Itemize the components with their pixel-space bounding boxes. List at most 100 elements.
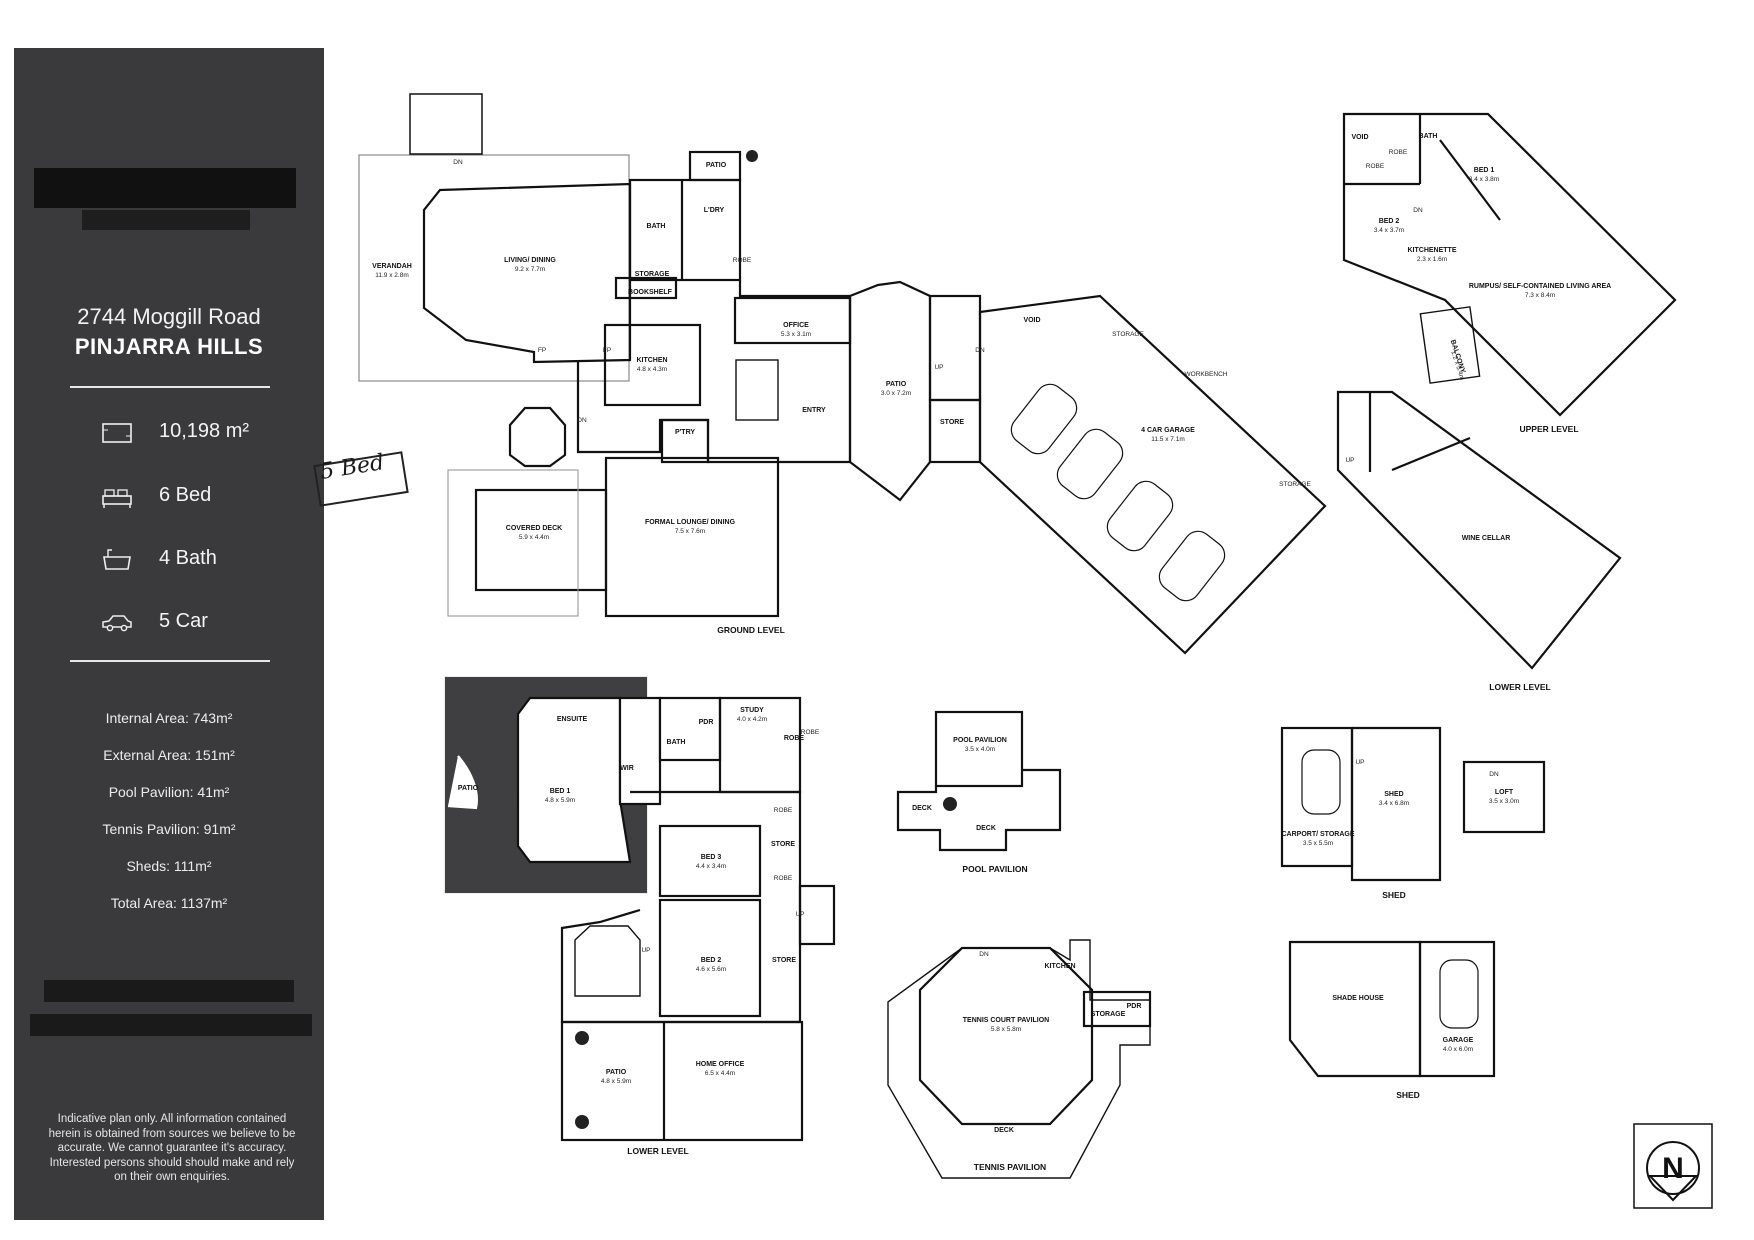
mark-ground-2: FP bbox=[603, 347, 611, 354]
level-label-tennis_pavilion: TENNIS PAVILION bbox=[974, 1162, 1046, 1172]
room-dim-lower-6: 4.8 x 5.9m bbox=[545, 797, 575, 804]
kitchen-walls bbox=[603, 323, 702, 407]
stairs-top bbox=[409, 93, 483, 155]
room-label-ground-8: OFFICE bbox=[783, 322, 809, 329]
stair-internal bbox=[735, 359, 779, 421]
lower-level-plan bbox=[444, 676, 836, 1142]
loft-walls bbox=[1462, 760, 1546, 834]
room-label-ground-0: VERANDAH bbox=[372, 263, 412, 270]
stat-bath: 4 Bath bbox=[14, 543, 324, 577]
stat-land-value: 10,198 m² bbox=[159, 420, 250, 442]
mark-lower_cellar-0: UP bbox=[1345, 457, 1354, 464]
ground-level-plan bbox=[358, 93, 1327, 655]
room-dim-shed1-1: 3.4 x 6.8m bbox=[1379, 800, 1409, 807]
room-label-ground-4: L'DRY bbox=[704, 207, 725, 214]
area-tennis-pavilion: Tennis Pavilion: 91m² bbox=[102, 821, 236, 837]
room-dim-lower-10: 4.6 x 5.6m bbox=[696, 966, 726, 973]
level-label-shed1: SHED bbox=[1382, 890, 1406, 900]
room-label-lower-2: PDR bbox=[699, 719, 714, 726]
room-label-tennis_pavilion-1: KITCHEN bbox=[1044, 963, 1075, 970]
room-dim-pool_pavilion-0: 3.5 x 4.0m bbox=[965, 746, 995, 753]
balcony bbox=[1419, 306, 1481, 384]
room-label-ground-12: STORE bbox=[940, 419, 964, 426]
tennis-pavilion-walls bbox=[918, 946, 1094, 1126]
room-label-lower-6: BED 1 bbox=[550, 788, 571, 795]
area-internal: Internal Area: 743m² bbox=[105, 710, 233, 726]
room-label-lower-7: WIR bbox=[620, 765, 634, 772]
room-label-ground-1: LIVING/ DINING bbox=[504, 257, 556, 264]
room-dim-lower-8: 4.4 x 3.4m bbox=[696, 863, 726, 870]
room-label-upper-2: BED 1 bbox=[1474, 167, 1495, 174]
bookshelf bbox=[614, 276, 678, 300]
land-area-icon bbox=[102, 423, 132, 443]
room-label-lower-9: STORE bbox=[771, 841, 795, 848]
living-dining-walls bbox=[422, 182, 632, 364]
room-dim-tennis_pavilion-0: 5.8 x 5.8m bbox=[991, 1026, 1021, 1033]
lower-turret bbox=[574, 925, 641, 997]
mark-upper-2: DN bbox=[1413, 207, 1423, 214]
mark-shed1-0: UP bbox=[1355, 759, 1364, 766]
cellar-level-plan bbox=[1336, 390, 1622, 670]
bath-icon bbox=[103, 549, 131, 570]
room-label-pool_pavilion-2: DECK bbox=[976, 825, 996, 832]
bed-icon bbox=[102, 489, 132, 508]
room-dim-lower-3: 4.0 x 4.2m bbox=[737, 716, 767, 723]
room-label-ground-9: ENTRY bbox=[802, 407, 826, 414]
room-label-upper-6: KITCHENETTE bbox=[1408, 247, 1457, 254]
stat-bed: 6 Bed bbox=[14, 480, 324, 514]
room-dim-ground-7: 4.8 x 4.3m bbox=[637, 366, 667, 373]
mark-tennis_pavilion-0: DN bbox=[979, 951, 989, 958]
room-label-lower_cellar-0: WINE CELLAR bbox=[1462, 535, 1511, 542]
redacted-agency-tagline bbox=[82, 210, 250, 230]
mark-lower-3: ROBE bbox=[774, 807, 793, 814]
pantry-walls bbox=[660, 418, 710, 464]
redacted-agent-name bbox=[44, 980, 294, 1002]
patio-small bbox=[688, 150, 742, 182]
store-room bbox=[928, 398, 982, 464]
mark-shed1-1: DN bbox=[1489, 771, 1499, 778]
room-label-shed2-1: GARAGE bbox=[1443, 1037, 1474, 1044]
level-label-upper: UPPER LEVEL bbox=[1519, 424, 1578, 434]
mark-upper-0: ROBE bbox=[1366, 163, 1385, 170]
cellar-walls bbox=[1336, 390, 1622, 670]
room-dim-ground-0: 11.9 x 2.8m bbox=[375, 272, 408, 279]
room-dim-ground-16: 7.5 x 7.6m bbox=[675, 528, 705, 535]
room-label-upper-4: RUMPUS/ SELF-CONTAINED LIVING AREA bbox=[1469, 283, 1611, 290]
info-panel: 2744 Moggill Road PINJARRA HILLS 10,198 … bbox=[14, 48, 324, 1220]
room-label-ground-13: VOID bbox=[1023, 317, 1040, 324]
room-dim-lower-12: 4.8 x 5.9m bbox=[601, 1078, 631, 1085]
pool-pavilion-plan bbox=[896, 710, 1062, 852]
divider bbox=[70, 660, 270, 662]
level-label-lower_cellar: LOWER LEVEL bbox=[1489, 682, 1550, 692]
upper-level-plan bbox=[1342, 112, 1677, 417]
mark-lower-4: ROBE bbox=[774, 875, 793, 882]
north-compass bbox=[1633, 1123, 1713, 1209]
room-label-ground-16: FORMAL LOUNGE/ DINING bbox=[645, 519, 736, 526]
room-dim-ground-1: 9.2 x 7.7m bbox=[515, 266, 545, 273]
room-label-tennis_pavilion-3: PDR bbox=[1127, 1003, 1142, 1010]
room-label-tennis_pavilion-2: STORAGE bbox=[1091, 1011, 1126, 1018]
shed2-plan bbox=[1288, 940, 1496, 1078]
room-dim-ground-15: 5.9 x 4.4m bbox=[519, 534, 549, 541]
shade-house-walls bbox=[1288, 940, 1422, 1078]
area-sheds: Sheds: 111m² bbox=[126, 858, 212, 874]
level-label-lower: LOWER LEVEL bbox=[627, 1146, 688, 1156]
pool-pavilion-walls bbox=[934, 710, 1024, 788]
turret bbox=[508, 406, 567, 468]
room-label-ground-3: BATH bbox=[647, 223, 666, 230]
disclaimer: Indicative plan only. All information co… bbox=[48, 1113, 296, 1183]
room-label-ground-6: BOOKSHELF bbox=[628, 289, 673, 296]
room-dim-shed1-2: 3.5 x 3.0m bbox=[1489, 798, 1519, 805]
garage-shed-walls bbox=[1418, 940, 1496, 1078]
mark-lower-2: ROBE bbox=[801, 729, 820, 736]
store-lower bbox=[798, 884, 836, 946]
room-label-ground-14: 4 CAR GARAGE bbox=[1141, 427, 1195, 434]
room-label-lower-0: ENSUITE bbox=[557, 716, 588, 723]
store-block bbox=[928, 294, 982, 402]
room-labels: VERANDAH 11.9 x 2.8m LIVING/ DINING 9.2 x 7… bbox=[372, 133, 1611, 1172]
shed1-plan bbox=[1280, 726, 1546, 882]
room-label-lower-10: BED 2 bbox=[701, 957, 722, 964]
room-label-ground-11: PATIO bbox=[886, 381, 907, 388]
bed3-walls bbox=[658, 824, 762, 898]
